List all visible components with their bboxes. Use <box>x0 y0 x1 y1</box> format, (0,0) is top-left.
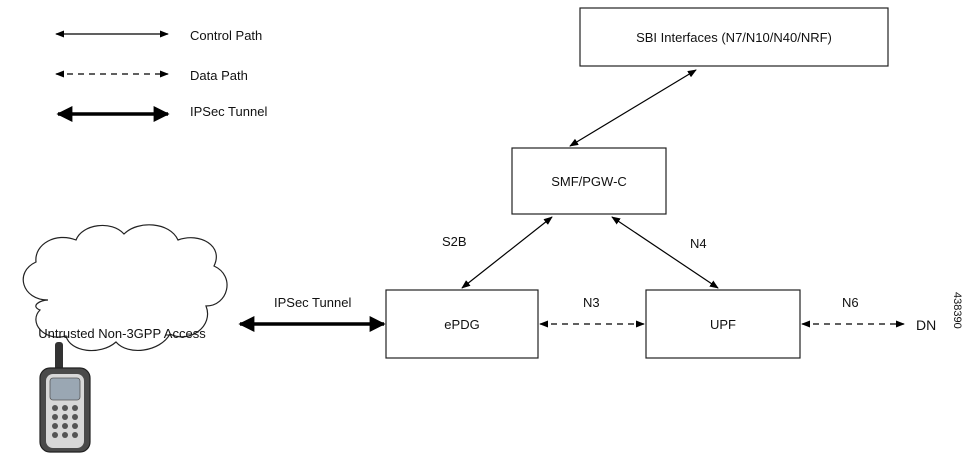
n3-label: N3 <box>583 295 600 310</box>
s2b-control-link <box>461 216 553 289</box>
untrusted-access-cloud: Untrusted Non-3GPP Access <box>22 224 228 352</box>
figure-id: 438390 <box>951 292 963 329</box>
smf-label: SMF/PGW-C <box>551 174 627 189</box>
n6-label: N6 <box>842 295 859 310</box>
smf-node: SMF/PGW-C <box>511 147 667 215</box>
n4-label: N4 <box>690 236 707 251</box>
epdg-label: ePDG <box>444 317 479 332</box>
mobile-phone-icon <box>39 342 91 453</box>
legend-ipsec-label: IPSec Tunnel <box>190 104 267 119</box>
sbi-node: SBI Interfaces (N7/N10/N40/NRF) <box>579 7 889 67</box>
smf-sbi-control-link <box>569 69 697 147</box>
cloud-label: Untrusted Non-3GPP Access <box>38 326 206 341</box>
dn-label: DN <box>916 317 936 333</box>
upf-label: UPF <box>710 317 736 332</box>
upf-node: UPF <box>645 289 801 359</box>
legend: Control Path Data Path IPSec Tunnel <box>55 28 267 122</box>
sbi-label: SBI Interfaces (N7/N10/N40/NRF) <box>636 30 832 45</box>
s2b-label: S2B <box>442 234 467 249</box>
ipsec-tunnel-label: IPSec Tunnel <box>274 295 351 310</box>
epdg-node: ePDG <box>385 289 539 359</box>
legend-data-label: Data Path <box>190 68 248 83</box>
n4-control-link <box>611 216 719 289</box>
legend-control-label: Control Path <box>190 28 262 43</box>
